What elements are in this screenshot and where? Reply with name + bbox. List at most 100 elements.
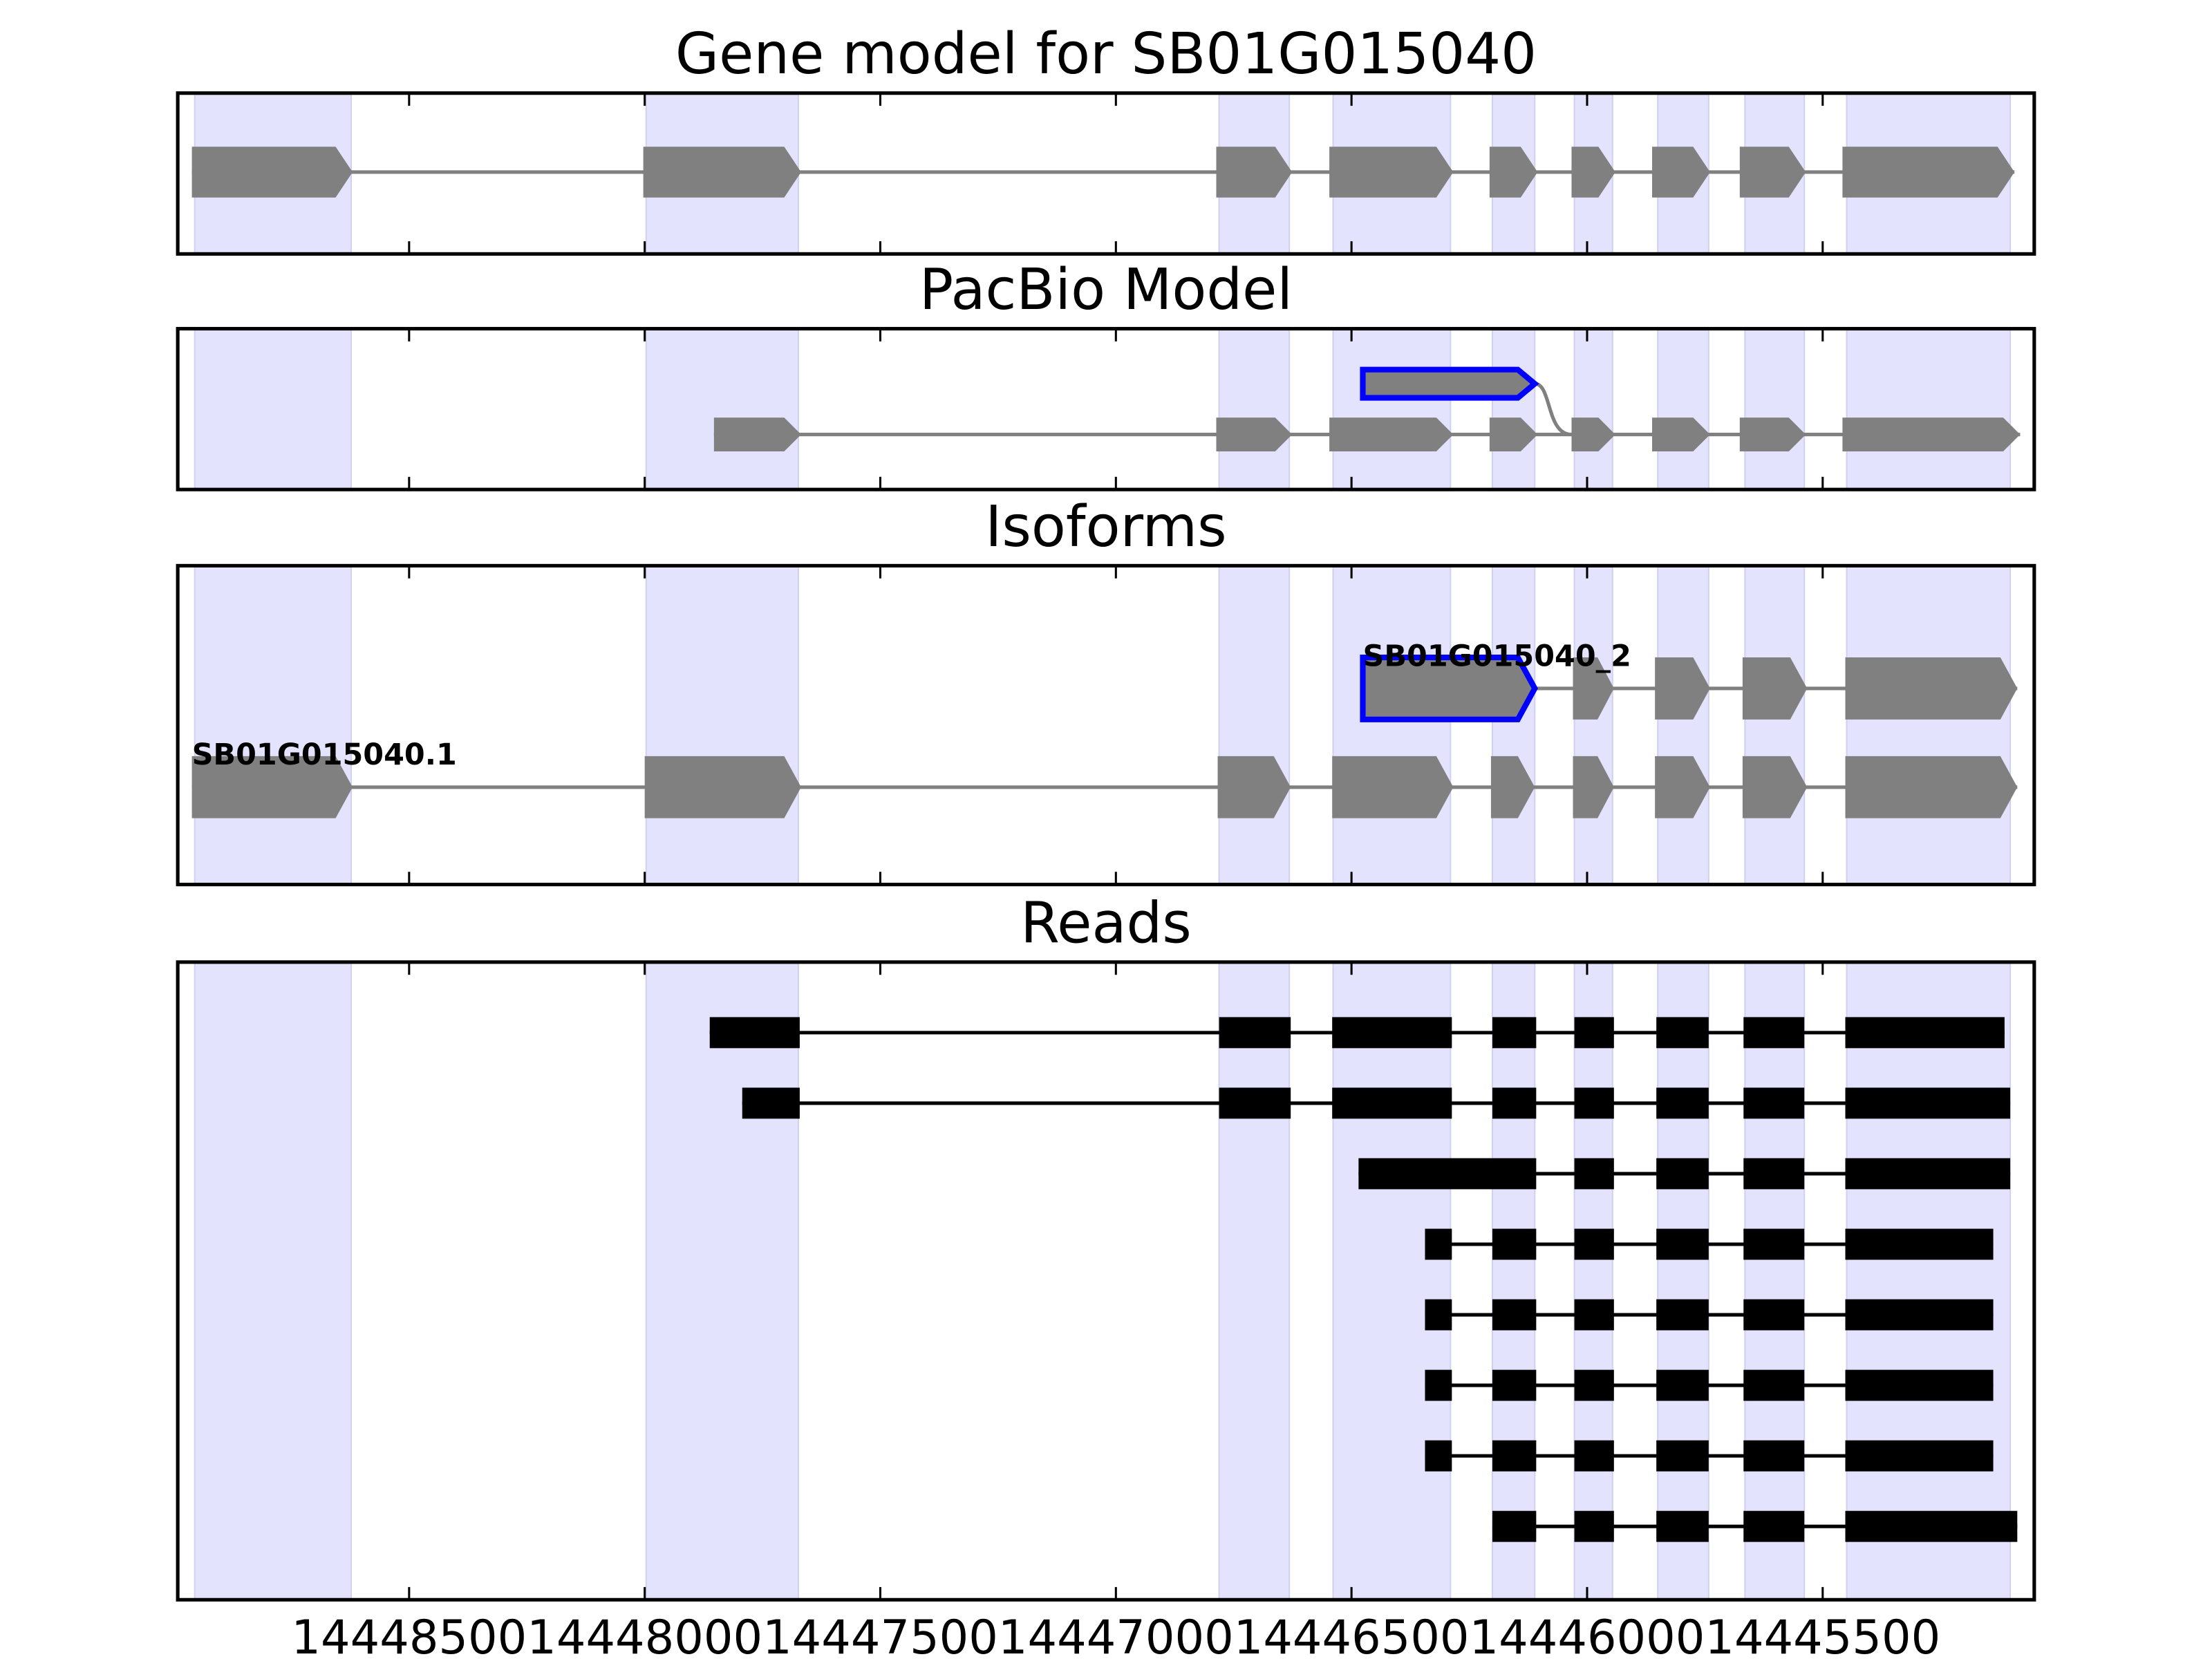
read-block — [1425, 1369, 1452, 1401]
isoform-label: SB01G015040.1 — [192, 738, 457, 772]
read-block — [1492, 1017, 1537, 1049]
read-block — [1492, 1087, 1537, 1119]
read-block — [1492, 1440, 1537, 1472]
read-block — [1845, 1017, 2005, 1049]
read-block — [1845, 1440, 1994, 1472]
panel-frame — [176, 91, 2036, 256]
read-block — [1743, 1017, 1805, 1049]
exon-arrow — [1571, 418, 1615, 452]
exon-arrow — [1845, 756, 2018, 818]
exon-arrow — [1655, 657, 1710, 720]
exon-arrow — [1332, 756, 1454, 818]
shaded-exon-region — [194, 328, 353, 491]
exon-arrow — [1329, 418, 1454, 452]
read-block — [1845, 1369, 1994, 1401]
exon-arrow — [191, 756, 353, 818]
read-block — [1332, 1017, 1452, 1049]
shaded-exon-region — [1573, 328, 1613, 491]
shaded-exon-region — [1573, 565, 1613, 885]
splice-connector — [1534, 382, 1572, 437]
x-tick-label: 14447500 — [762, 1610, 998, 1659]
read-block — [1845, 1087, 2011, 1119]
read-block — [1743, 1299, 1805, 1331]
read-block — [1845, 1299, 1994, 1331]
panel-title-pacbio: PacBio Model — [919, 257, 1293, 323]
read-block — [1656, 1087, 1709, 1119]
shaded-exon-region — [1573, 961, 1613, 1601]
exon-arrow — [713, 418, 801, 452]
panel-title-gene-model: Gene model for SB01G015040 — [675, 21, 1537, 87]
read-block — [1574, 1440, 1614, 1472]
shaded-exon-region — [1332, 565, 1452, 885]
read-block — [1743, 1369, 1805, 1401]
read-block — [1656, 1299, 1709, 1331]
highlighted-exon-arrow — [1360, 654, 1538, 722]
panel-frame — [176, 563, 2036, 887]
read-block — [1425, 1440, 1452, 1472]
read-block — [1425, 1299, 1452, 1331]
read-block — [1425, 1228, 1452, 1260]
read-block — [1574, 1158, 1614, 1190]
exon-arrow — [1845, 657, 2018, 720]
read-block — [1574, 1017, 1614, 1049]
exon-arrow — [643, 147, 801, 198]
read-block — [1656, 1369, 1709, 1401]
read-block — [1656, 1510, 1709, 1542]
read-block — [1743, 1440, 1805, 1472]
read-block — [1743, 1158, 1805, 1190]
shaded-exon-region — [1657, 328, 1709, 491]
exon-arrow — [1489, 418, 1538, 452]
read-block — [1743, 1510, 1805, 1542]
shaded-exon-region — [1218, 961, 1291, 1601]
shaded-exon-region — [1846, 961, 2012, 1601]
exon-arrow — [1842, 418, 2021, 452]
shaded-exon-region — [1657, 961, 1709, 1601]
exon-arrow — [644, 756, 801, 818]
shaded-exon-region — [645, 961, 799, 1601]
panel-frame — [176, 326, 2036, 491]
shaded-exon-region — [1491, 565, 1536, 885]
exon-arrow — [1216, 147, 1293, 198]
x-tick-label: 14445500 — [1705, 1610, 1940, 1659]
read-block — [1574, 1087, 1614, 1119]
x-tick-label: 14447000 — [998, 1610, 1234, 1659]
shaded-exon-region — [1491, 961, 1536, 1601]
shaded-exon-region — [1744, 961, 1806, 1601]
shaded-exon-region — [194, 961, 353, 1601]
shaded-exon-region — [1846, 565, 2012, 885]
exon-arrow — [1489, 147, 1538, 198]
shaded-exon-region — [1218, 328, 1291, 491]
exon-arrow — [1573, 756, 1614, 818]
read-block — [1219, 1017, 1291, 1049]
exon-arrow — [1490, 756, 1535, 818]
x-tick-label: 14448500 — [291, 1610, 527, 1659]
shaded-exon-region — [194, 565, 353, 885]
read-block — [1656, 1158, 1709, 1190]
shaded-exon-region — [1657, 565, 1709, 885]
exon-arrow — [1739, 147, 1806, 198]
read-block — [1845, 1158, 2011, 1190]
shaded-exon-region — [645, 565, 799, 885]
exon-arrow — [1655, 756, 1710, 818]
read-block — [1574, 1369, 1614, 1401]
shaded-exon-region — [645, 328, 799, 491]
read-block — [1656, 1440, 1709, 1472]
exon-arrow — [1216, 418, 1293, 452]
isoform-label: SB01G015040_2 — [1363, 639, 1631, 673]
shaded-exon-region — [1846, 328, 2012, 491]
read-block — [1656, 1017, 1709, 1049]
shaded-exon-region — [1744, 565, 1806, 885]
exon-arrow — [1217, 756, 1291, 818]
exon-arrow — [1573, 657, 1614, 720]
read-block — [709, 1017, 800, 1049]
read-block — [1574, 1299, 1614, 1331]
x-tick-label: 14446500 — [1234, 1610, 1470, 1659]
shaded-exon-region — [1332, 961, 1452, 1601]
panel-frame — [176, 960, 2036, 1602]
read-block — [1574, 1510, 1614, 1542]
read-block — [1492, 1228, 1537, 1260]
panel-title-isoforms: Isoforms — [985, 494, 1226, 560]
exon-arrow — [1842, 147, 2015, 198]
shaded-exon-region — [1218, 565, 1291, 885]
